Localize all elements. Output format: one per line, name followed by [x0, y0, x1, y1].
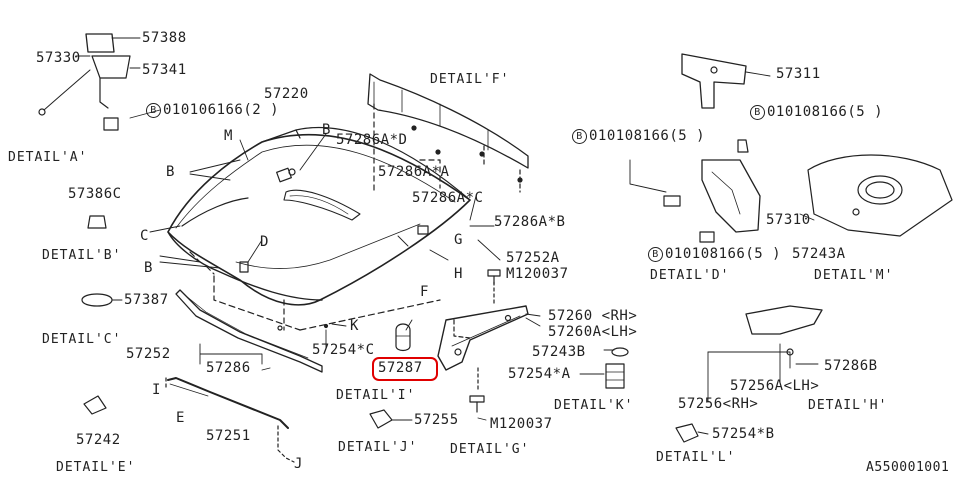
- detail-d-latch: [629, 53, 761, 243]
- part-code-010108166-bottom: 010108166(5 ): [665, 246, 782, 262]
- part-code-010108166-mid: 010108166(5 ): [589, 128, 706, 144]
- support-rod-57251: [165, 377, 295, 463]
- label-57286a-a: 57286A*A: [378, 164, 450, 180]
- callout-k: K: [350, 318, 359, 334]
- callout-j: J: [294, 456, 303, 472]
- leader-lines: [75, 37, 819, 435]
- bolt-m120037-top: [487, 269, 501, 285]
- callout-c: C: [140, 228, 149, 244]
- highlight-57287: [372, 357, 438, 381]
- callout-b-left: B: [166, 164, 175, 180]
- callout-h: H: [454, 266, 463, 282]
- detail-e-clip: [83, 395, 107, 415]
- hood-hinge-57260: [437, 281, 529, 393]
- label-57311: 57311: [776, 66, 821, 82]
- figure-code: A550001001: [866, 460, 950, 475]
- detail-m-housing: [807, 154, 953, 237]
- detail-h-bracket: [707, 305, 823, 369]
- label-detail-a: DETAIL'A': [8, 150, 88, 165]
- hood-panel: [167, 127, 471, 331]
- part-57255-clip: [369, 409, 393, 429]
- label-57243b: 57243B: [532, 344, 586, 360]
- callout-b-lower: B: [144, 260, 153, 276]
- seal-strip-57252: [175, 289, 323, 373]
- detail-f-insulator: [367, 73, 529, 193]
- callout-m: M: [224, 128, 233, 144]
- label-detail-b: DETAIL'B': [42, 248, 122, 263]
- label-detail-i: DETAIL'I': [336, 388, 416, 403]
- label-57260-rh: 57260 <RH>: [548, 308, 638, 324]
- label-m120037-top: M120037: [506, 266, 569, 282]
- part-57254a-bumper: [605, 363, 625, 389]
- label-detail-c: DETAIL'C': [42, 332, 122, 347]
- label-57255: 57255: [414, 412, 459, 428]
- label-57254c: 57254*C: [312, 342, 375, 358]
- label-57287: 57287: [378, 360, 423, 376]
- part-57243b-washer: [611, 347, 629, 357]
- callout-i: I: [152, 382, 161, 398]
- label-57252: 57252: [126, 346, 171, 362]
- detail-a-hood-release: [38, 33, 131, 131]
- part-57287-grommet: [395, 323, 411, 352]
- label-57286a-b: 57286A*B: [494, 214, 566, 230]
- callout-b-top: B: [322, 122, 331, 138]
- label-57243a: 57243A: [792, 246, 846, 262]
- label-detail-l: DETAIL'L': [656, 450, 736, 465]
- b-symbol-icon: B: [648, 247, 663, 262]
- label-57242: 57242: [76, 432, 121, 448]
- label-57286a-c: 57286A*C: [412, 190, 484, 206]
- b-symbol-icon: B: [750, 105, 765, 120]
- part-code-010108166-top: 010108166(5 ): [767, 104, 884, 120]
- label-57256-rh: 57256<RH>: [678, 396, 759, 412]
- label-57286: 57286: [206, 360, 251, 376]
- label-57252a: 57252A: [506, 250, 560, 266]
- label-detail-m: DETAIL'M': [814, 268, 894, 283]
- label-detail-e: DETAIL'E': [56, 460, 136, 475]
- label-detail-j: DETAIL'J': [338, 440, 418, 455]
- label-detail-f: DETAIL'F': [430, 72, 510, 87]
- label-57260a-lh: 57260A<LH>: [548, 324, 638, 340]
- b-symbol-icon: B: [146, 103, 161, 118]
- callout-d: D: [260, 234, 269, 250]
- detail-c-cushion: [81, 293, 113, 307]
- part-code-010106166: 010106166(2 ): [163, 102, 280, 118]
- callout-e: E: [176, 410, 185, 426]
- label-57388: 57388: [142, 30, 187, 46]
- detail-b-clip: [87, 215, 107, 229]
- label-detail-g: DETAIL'G': [450, 442, 530, 457]
- label-detail-d: DETAIL'D': [650, 268, 730, 283]
- label-57286a-d: 57286A*D: [336, 132, 408, 148]
- label-57254b: 57254*B: [712, 426, 775, 442]
- callout-f: F: [420, 284, 429, 300]
- label-detail-k: DETAIL'K': [554, 398, 634, 413]
- label-57220: 57220: [264, 86, 309, 102]
- label-57254a: 57254*A: [508, 366, 571, 382]
- label-m120037-bottom: M120037: [490, 416, 553, 432]
- label-57341: 57341: [142, 62, 187, 78]
- label-57310: 57310: [766, 212, 811, 228]
- b-symbol-icon: B: [572, 129, 587, 144]
- label-detail-h: DETAIL'H': [808, 398, 888, 413]
- label-57386c: 57386C: [68, 186, 122, 202]
- label-57387: 57387: [124, 292, 169, 308]
- detail-l-clip: [675, 423, 699, 443]
- label-57286b: 57286B: [824, 358, 878, 374]
- callout-g: G: [454, 232, 463, 248]
- bolt-m120037-bottom: [469, 395, 485, 413]
- label-57256a-lh: 57256A<LH>: [730, 378, 820, 394]
- label-57251: 57251: [206, 428, 251, 444]
- label-57330: 57330: [36, 50, 81, 66]
